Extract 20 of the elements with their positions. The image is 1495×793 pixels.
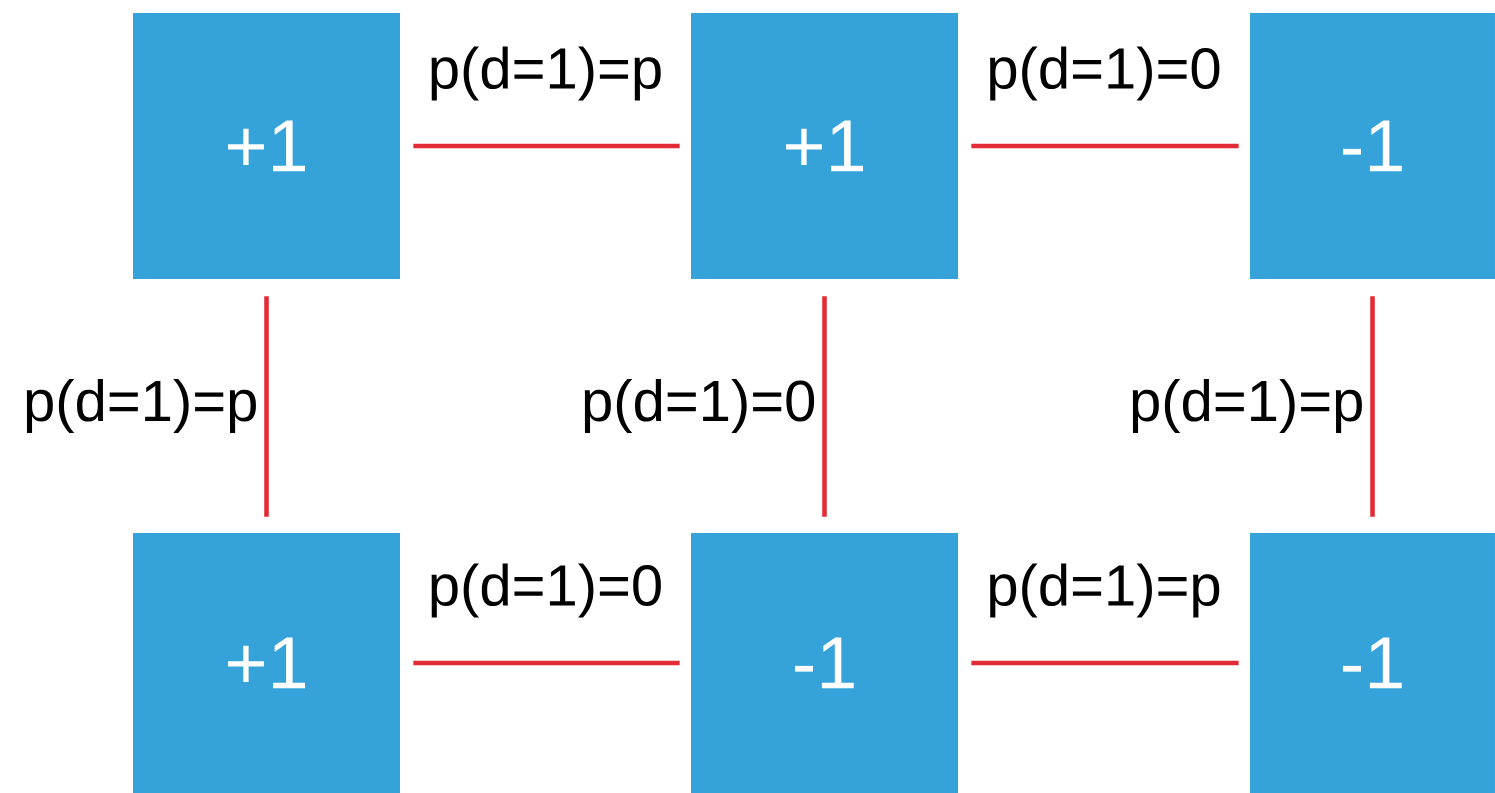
edge-label: p(d=1)=0 bbox=[431, 563, 661, 618]
value-box: -1 bbox=[1250, 13, 1495, 279]
edge-label: p(d=1)=p bbox=[990, 563, 1220, 618]
value-box: +1 bbox=[691, 13, 958, 279]
value-box: -1 bbox=[1250, 533, 1495, 793]
connector-line bbox=[971, 660, 1239, 666]
connector-line bbox=[413, 660, 680, 666]
value-box: +1 bbox=[133, 533, 400, 793]
edge-label: p(d=1)=p bbox=[1132, 378, 1362, 433]
edge-label: p(d=1)=p bbox=[26, 378, 256, 433]
value-box: +1 bbox=[133, 13, 400, 279]
connector-line bbox=[822, 296, 827, 517]
edge-label: p(d=1)=p bbox=[431, 46, 661, 101]
connector-line bbox=[413, 143, 680, 149]
connector-line bbox=[1370, 296, 1375, 517]
connector-line bbox=[971, 143, 1239, 149]
connector-line bbox=[264, 296, 269, 517]
edge-label: p(d=1)=0 bbox=[990, 46, 1220, 101]
edge-label: p(d=1)=0 bbox=[584, 378, 815, 433]
value-box: -1 bbox=[691, 533, 958, 793]
